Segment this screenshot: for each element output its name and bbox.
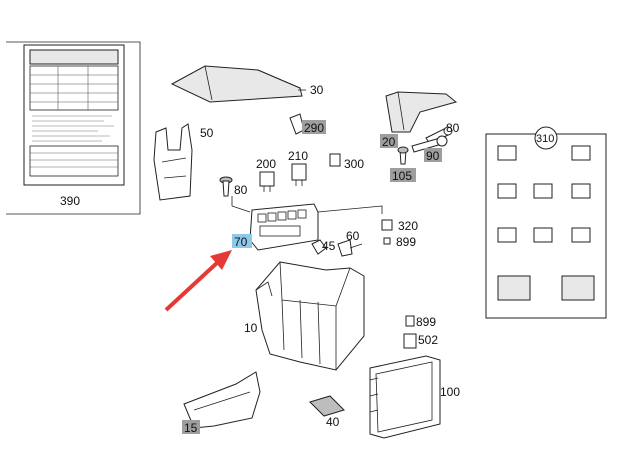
callout-40: 40 bbox=[326, 415, 340, 429]
callout-105: 105 bbox=[392, 169, 412, 183]
callout-502: 502 bbox=[418, 333, 438, 347]
connector-899-upper[interactable] bbox=[383, 237, 391, 245]
label-sheet-390[interactable] bbox=[23, 44, 125, 186]
relay-bracket-20[interactable] bbox=[385, 91, 458, 133]
connector-502[interactable] bbox=[403, 333, 417, 349]
callout-10: 10 bbox=[244, 321, 258, 335]
callout-899-upper: 899 bbox=[396, 235, 416, 249]
callout-80-lower: 80 bbox=[234, 183, 248, 197]
callout-290: 290 bbox=[304, 121, 324, 135]
control-module-100[interactable] bbox=[369, 355, 441, 439]
callout-20: 20 bbox=[382, 135, 396, 149]
cover-30[interactable] bbox=[170, 65, 303, 103]
callout-50: 50 bbox=[200, 126, 214, 140]
clip-45[interactable] bbox=[311, 239, 327, 255]
callout-310-badge bbox=[534, 126, 558, 150]
screw-80-lower[interactable] bbox=[219, 176, 233, 197]
bracket-50[interactable] bbox=[153, 123, 193, 201]
callout-80-upper: 80 bbox=[446, 121, 460, 135]
screw-105[interactable] bbox=[397, 146, 409, 165]
callout-45: 45 bbox=[322, 239, 336, 253]
relay-300[interactable] bbox=[329, 153, 341, 167]
callout-70: 70 bbox=[234, 235, 248, 249]
callout-60: 60 bbox=[346, 229, 360, 243]
housing-10[interactable] bbox=[255, 261, 365, 371]
fuse-kit-310[interactable] bbox=[485, 133, 607, 319]
callout-100: 100 bbox=[440, 385, 460, 399]
relay-200[interactable] bbox=[259, 171, 275, 192]
connector-320[interactable] bbox=[381, 219, 393, 231]
callout-390: 390 bbox=[60, 194, 80, 208]
connector-899-lower[interactable] bbox=[405, 315, 415, 327]
callout-200: 200 bbox=[256, 157, 276, 171]
cover-40[interactable] bbox=[309, 395, 345, 417]
fuse-block-70[interactable] bbox=[231, 196, 383, 251]
callout-15: 15 bbox=[184, 421, 198, 435]
tray-15[interactable] bbox=[183, 371, 261, 429]
relay-210[interactable] bbox=[291, 163, 307, 186]
callout-210: 210 bbox=[288, 149, 308, 163]
callout-300: 300 bbox=[344, 157, 364, 171]
callout-899-lower: 899 bbox=[416, 315, 436, 329]
callout-90: 90 bbox=[426, 149, 440, 163]
callout-320: 320 bbox=[398, 219, 418, 233]
screw-60[interactable] bbox=[337, 239, 363, 257]
callout-310: 310 bbox=[536, 133, 554, 145]
callout-30: 30 bbox=[310, 83, 324, 97]
bolt-90[interactable] bbox=[411, 135, 448, 153]
highlight-arrow bbox=[164, 250, 232, 312]
fuse-290[interactable] bbox=[289, 113, 305, 135]
